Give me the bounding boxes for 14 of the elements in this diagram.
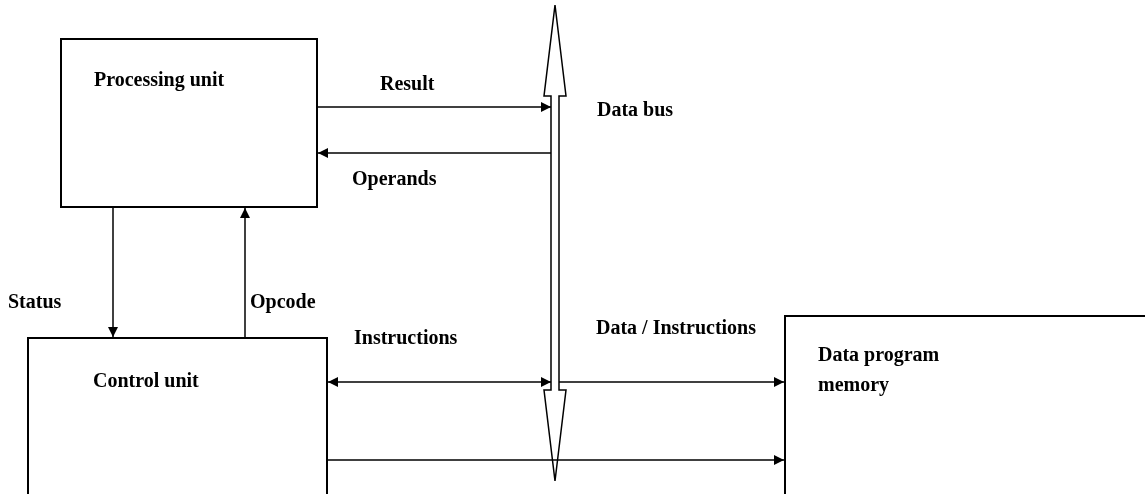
node-label: Control unit xyxy=(93,368,200,393)
block-box xyxy=(27,337,328,494)
arrow xyxy=(317,148,552,158)
arrow xyxy=(327,455,785,465)
arrow xyxy=(240,207,250,338)
node-label: Data program memory xyxy=(818,342,941,398)
arrow xyxy=(327,377,552,387)
arrow xyxy=(108,207,118,338)
block-box xyxy=(784,315,1145,494)
arrow xyxy=(317,102,552,112)
arrow xyxy=(558,377,785,387)
node-label: Processing unit xyxy=(94,67,226,93)
block-box xyxy=(60,38,318,208)
node-label: Data bus xyxy=(597,97,675,122)
